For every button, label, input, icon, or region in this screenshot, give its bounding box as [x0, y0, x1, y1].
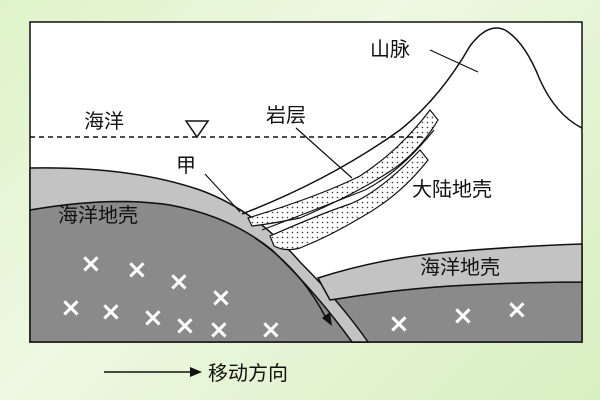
label-continental-crust: 大陆地壳 — [412, 177, 492, 201]
label-ocean: 海洋 — [84, 109, 124, 133]
rock-layer-line — [261, 129, 435, 231]
mantle-x-marker: × — [174, 311, 196, 341]
mantle-x-marker: × — [142, 303, 164, 333]
mantle-x-marker: × — [208, 315, 230, 345]
mantle-x-marker: × — [452, 301, 474, 331]
mantle-x-marker: × — [506, 295, 528, 325]
mantle-x-marker: × — [60, 293, 82, 323]
mantle-markers: × × × × × × × × × × × × × — [60, 249, 528, 345]
leader-mountain — [429, 49, 479, 73]
leader-rock-layer — [295, 127, 353, 179]
label-rock-layer: 岩层 — [266, 103, 306, 127]
direction-arrowhead — [190, 367, 202, 377]
mantle-x-marker: × — [260, 315, 282, 345]
rock-layer-upper — [247, 109, 439, 227]
mantle-x-marker: × — [80, 249, 102, 279]
subduction-arrowhead — [322, 312, 332, 326]
oceanic-crust-right-slab — [316, 243, 583, 301]
water-level-triangle-icon — [184, 120, 210, 139]
rock-layer-lower — [269, 149, 429, 251]
label-direction: 移动方向 — [208, 361, 288, 385]
label-oceanic-crust-left: 海洋地壳 — [58, 203, 138, 227]
label-mountain: 山脉 — [370, 37, 410, 61]
leader-jia — [204, 173, 241, 213]
mantle-x-marker: × — [100, 297, 122, 327]
mantle-x-marker: × — [388, 309, 410, 339]
label-oceanic-crust-right: 海洋地壳 — [420, 255, 500, 279]
continental-crust-outline — [241, 27, 583, 215]
mantle-x-marker: × — [126, 255, 148, 285]
mantle-x-marker: × — [168, 267, 190, 297]
mantle-x-marker: × — [210, 283, 232, 313]
subduction-arrow — [254, 237, 327, 319]
label-jia: 甲 — [176, 153, 196, 177]
oceanic-crust-left-slab — [29, 167, 370, 343]
